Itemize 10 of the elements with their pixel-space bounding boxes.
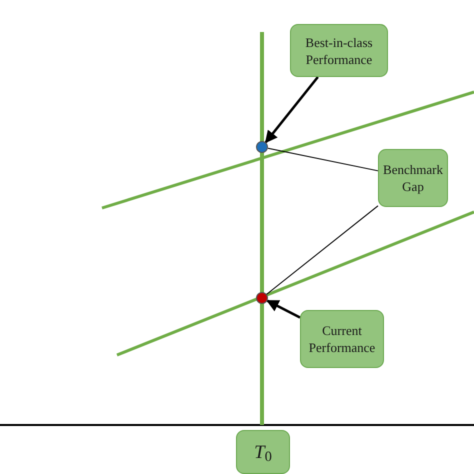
label-box: Current Performance [300,310,384,368]
point-marker [256,292,268,304]
point-marker [256,141,268,153]
label-box: Best-in-class Performance [290,24,388,77]
connector-line [266,205,378,295]
arrow [264,76,319,144]
arrow [266,300,301,319]
connector-line [267,148,378,172]
label-box: Benchmark Gap [378,149,448,207]
label-box: T$_{0}$ [236,430,290,474]
